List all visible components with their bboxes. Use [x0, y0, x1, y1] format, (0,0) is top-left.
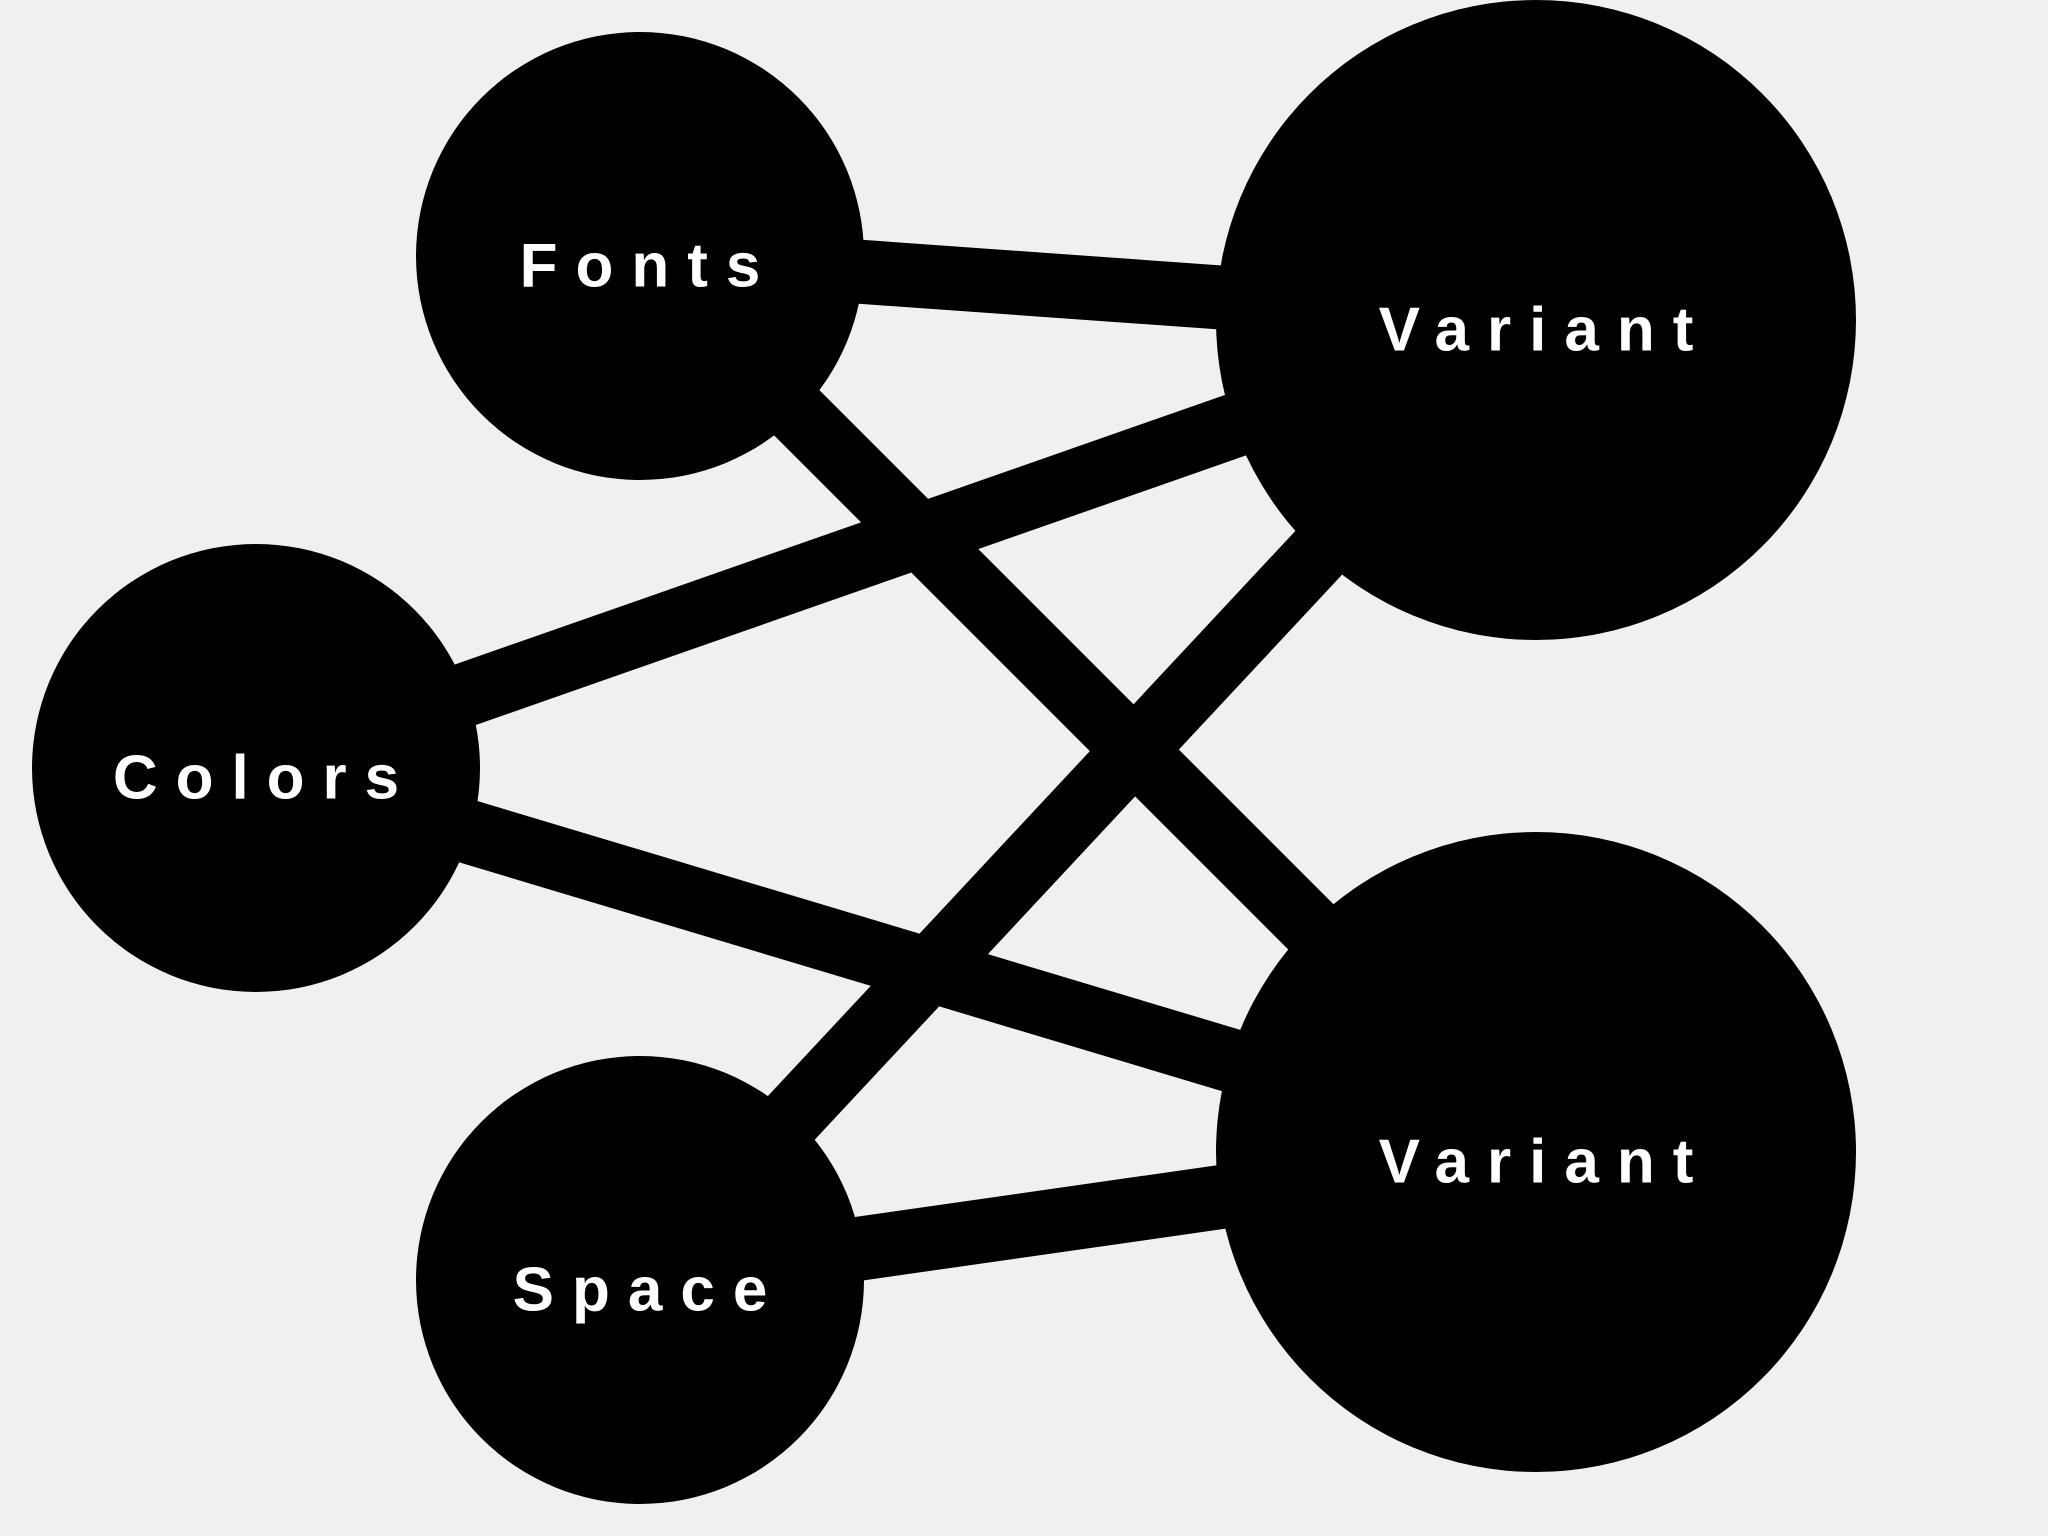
- node-variant-top-label: Variant: [1379, 296, 1712, 365]
- node-variant-bottom-circle: [1216, 832, 1856, 1472]
- node-space-label: Space: [513, 1256, 786, 1325]
- node-variant-bottom: Variant: [1216, 832, 1856, 1472]
- node-fonts: Fonts: [416, 32, 864, 480]
- node-colors-label: Colors: [113, 744, 417, 813]
- node-colors: Colors: [32, 544, 480, 992]
- node-colors-circle: [32, 544, 480, 992]
- node-space: Space: [416, 1056, 864, 1504]
- node-variant-top: Variant: [1216, 0, 1856, 640]
- node-space-circle: [416, 1056, 864, 1504]
- node-fonts-circle: [416, 32, 864, 480]
- node-variant-bottom-label: Variant: [1379, 1128, 1712, 1197]
- node-fonts-label: Fonts: [520, 232, 779, 301]
- node-variant-top-circle: [1216, 0, 1856, 640]
- node-layer: Fonts Colors Space Variant Variant: [32, 0, 1856, 1504]
